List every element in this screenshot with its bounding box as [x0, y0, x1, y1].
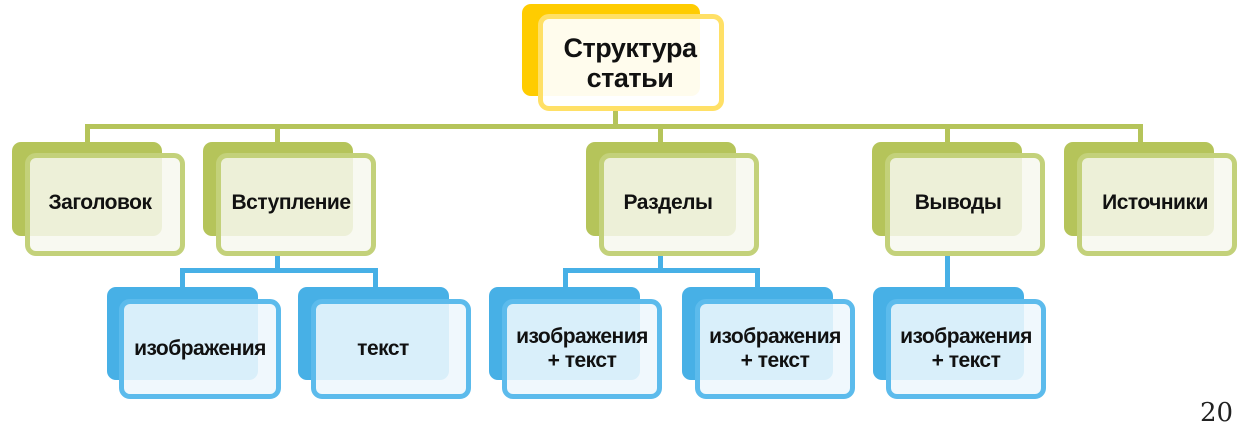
connector	[373, 268, 378, 288]
connector	[755, 268, 760, 288]
section-label: Разделы	[623, 191, 713, 214]
subitem-label: изображения + текст	[516, 325, 648, 372]
root-label: Структура статьи	[563, 32, 697, 93]
connector	[180, 268, 378, 273]
section-label: Выводы	[914, 191, 1002, 214]
connector	[85, 124, 90, 144]
page-number: 20	[1200, 398, 1234, 428]
section-label: Заголовок	[48, 191, 152, 214]
connector	[658, 252, 663, 272]
connector	[613, 108, 618, 128]
subitem-label: изображения + текст	[709, 325, 841, 372]
connector	[275, 252, 280, 272]
connector	[275, 124, 280, 144]
connector	[1138, 124, 1143, 144]
subitem-label: изображения + текст	[900, 325, 1032, 372]
connector	[658, 124, 663, 144]
section-label: Вступление	[231, 191, 351, 214]
subitem-label: текст	[357, 337, 409, 360]
connector	[563, 268, 760, 273]
subitem-label: изображения	[134, 337, 266, 360]
connector	[945, 124, 950, 144]
connector	[180, 268, 185, 288]
section-label: Источники	[1102, 191, 1208, 214]
connector	[85, 124, 1143, 129]
connector	[945, 252, 950, 288]
connector	[563, 268, 568, 288]
